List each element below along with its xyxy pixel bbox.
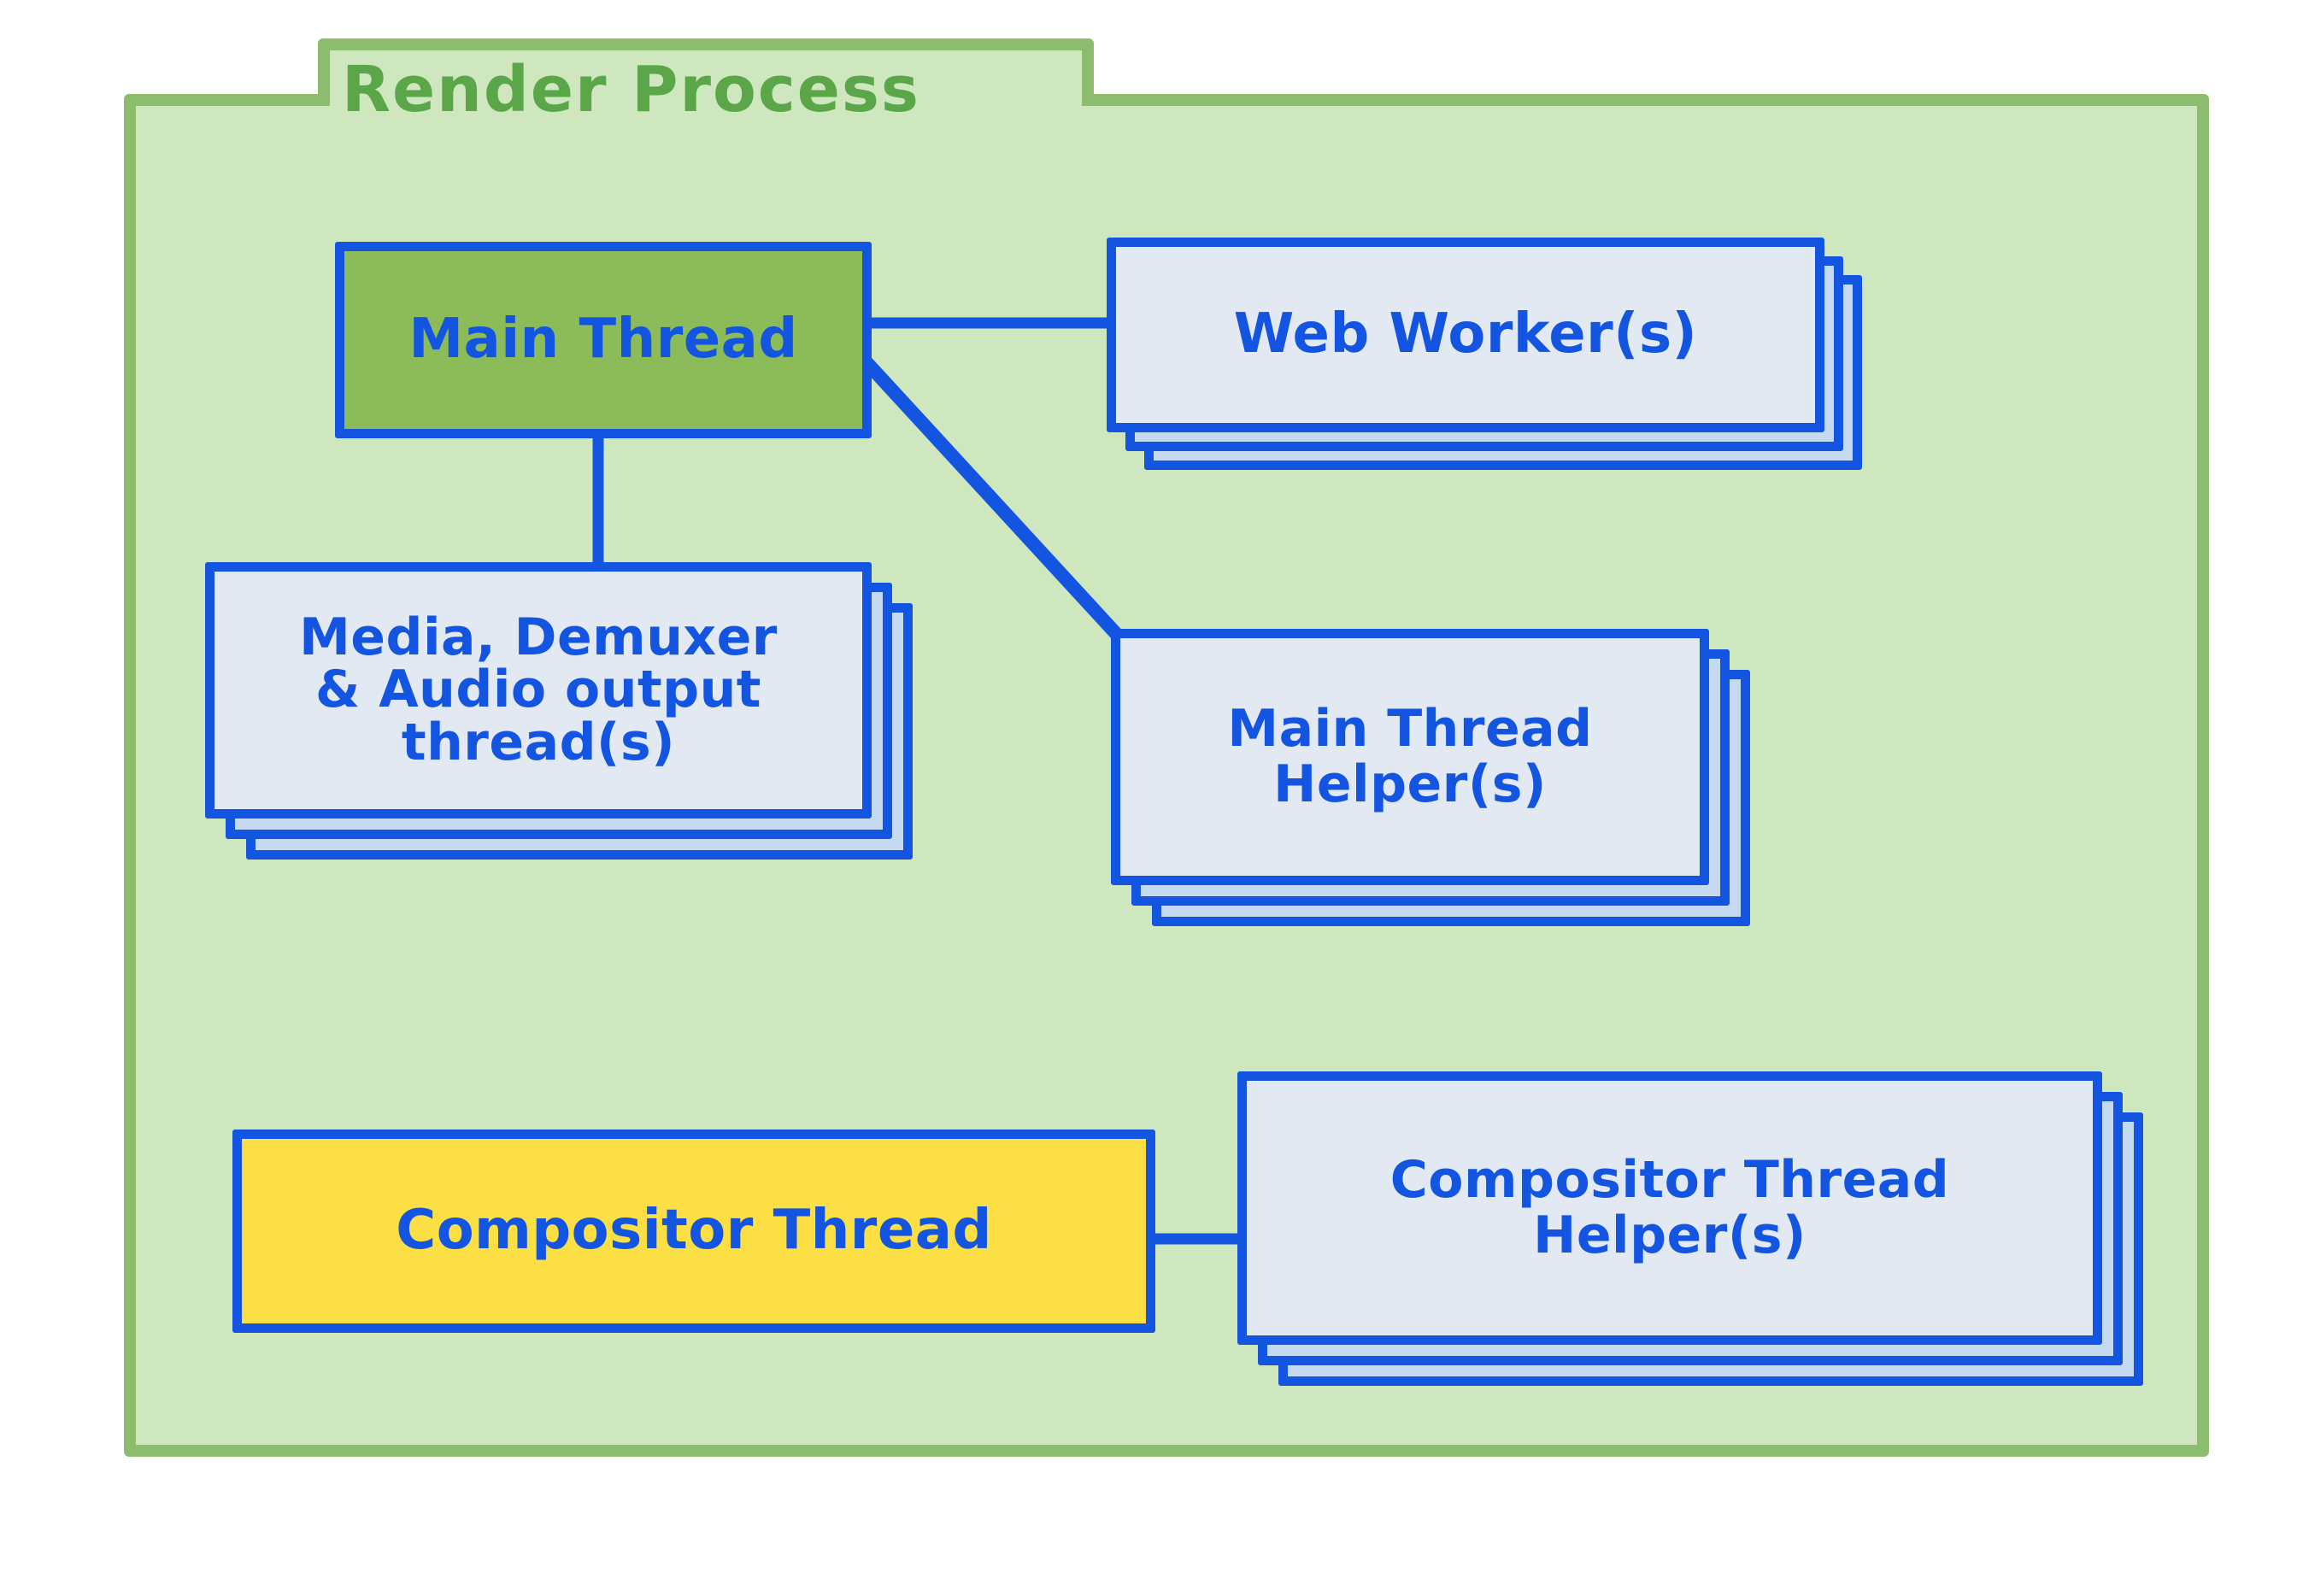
node-media-demuxer-audio-label: Media, Demuxer & Audio output thread(s) — [299, 607, 778, 772]
node-media-demuxer-audio-face: Media, Demuxer & Audio output thread(s) — [205, 562, 872, 819]
node-compositor-thread-helper-label: Compositor Thread Helper(s) — [1389, 1150, 1950, 1265]
node-web-worker-face: Web Worker(s) — [1107, 238, 1824, 432]
render-process-tab-joint — [330, 83, 1082, 109]
node-main-thread-helper-label: Main Thread Helper(s) — [1227, 699, 1593, 814]
node-media-demuxer-audio[interactable]: Media, Demuxer & Audio output thread(s) — [205, 562, 913, 860]
node-main-thread-label: Main Thread — [408, 308, 798, 372]
node-web-worker[interactable]: Web Worker(s) — [1107, 238, 1862, 470]
node-compositor-thread-helper-face: Compositor Thread Helper(s) — [1237, 1071, 2102, 1345]
node-main-thread[interactable]: Main Thread — [335, 242, 872, 438]
node-main-thread-helper[interactable]: Main Thread Helper(s) — [1111, 629, 1750, 926]
node-compositor-thread[interactable]: Compositor Thread — [232, 1130, 1155, 1333]
node-compositor-thread-face: Compositor Thread — [232, 1130, 1155, 1333]
node-compositor-thread-helper[interactable]: Compositor Thread Helper(s) — [1237, 1071, 2143, 1386]
node-main-thread-helper-face: Main Thread Helper(s) — [1111, 629, 1709, 885]
node-compositor-thread-label: Compositor Thread — [396, 1199, 992, 1263]
node-main-thread-face: Main Thread — [335, 242, 872, 438]
render-process-title: Render Process — [342, 53, 920, 126]
node-web-worker-label: Web Worker(s) — [1233, 302, 1698, 367]
